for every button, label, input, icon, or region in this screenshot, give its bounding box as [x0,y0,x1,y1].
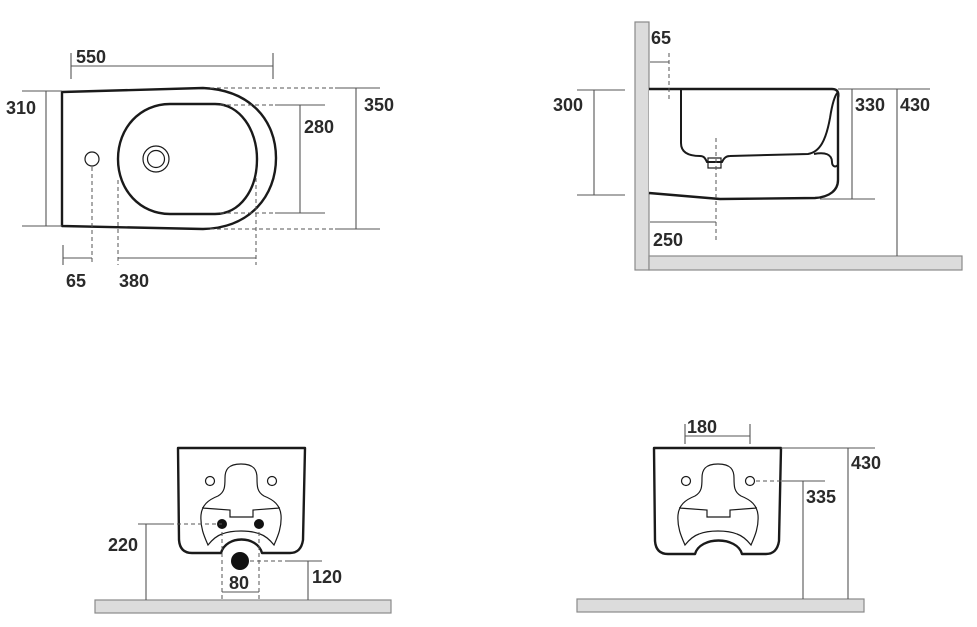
waste-outlet-icon [231,552,249,570]
side-view: 300 65 250 330 430 [553,21,963,271]
dim-label-335: 335 [806,487,836,507]
dim-180: 180 [684,417,751,444]
dim-label-120: 120 [312,567,342,587]
top-view: 550 310 350 280 [6,47,394,291]
dim-380: 380 [117,178,257,291]
rear-mounting-profile [677,463,759,547]
dim-300: 300 [553,89,625,196]
dim-65-top: 65 [62,167,93,291]
fixing-hole-icon [744,475,756,487]
dim-label-250: 250 [653,230,683,250]
drain-outer-icon [142,145,170,173]
drain-inner-icon [146,149,166,169]
fixing-hole-icon [266,475,278,487]
dim-550: 550 [70,47,274,79]
tap-hole-icon [84,151,100,167]
dim-label-300: 300 [553,95,583,115]
dim-label-310: 310 [6,98,36,118]
dim-label-65-side: 65 [651,28,671,48]
dim-label-180: 180 [687,417,717,437]
dim-330: 330 [820,88,930,200]
floor [94,599,392,614]
bidet-outline-rear [176,446,307,555]
dim-335: 335 [756,480,836,599]
dim-310: 310 [6,90,62,227]
bidet-outline-side [648,87,840,201]
wall [634,21,650,271]
dim-label-430-side: 430 [900,95,930,115]
dim-label-330: 330 [855,95,885,115]
bowl-outline [116,102,259,216]
fixing-hole-icon [680,475,692,487]
dim-label-430-rear: 430 [851,453,881,473]
dim-220: 220 [108,523,222,600]
dim-80: 80 [221,532,260,600]
dim-350: 350 [210,87,394,230]
drain-spigot [707,157,722,169]
dim-250: 250 [650,138,717,250]
rear-view-waste: 220 120 80 [94,446,392,614]
dim-label-550: 550 [76,47,106,67]
floor [648,255,963,271]
dim-label-220: 220 [108,535,138,555]
rear-view-fixing: 180 430 335 [576,417,881,613]
dim-430-rear: 430 [781,447,881,599]
dim-label-80: 80 [229,573,249,593]
dim-120: 120 [250,560,342,600]
rear-mounting-profile [200,463,282,547]
dim-65-side: 65 [650,28,671,100]
bidet-outline-rear-2 [652,446,783,556]
fixing-hole-icon [204,475,216,487]
dim-label-380: 380 [119,271,149,291]
dim-280: 280 [220,104,334,214]
dim-430-side: 430 [896,89,930,256]
dim-label-280: 280 [304,117,334,137]
dim-label-65: 65 [66,271,86,291]
bowl-section [680,89,839,168]
floor [576,598,865,613]
dim-label-350: 350 [364,95,394,115]
water-inlet-icon [254,519,264,529]
